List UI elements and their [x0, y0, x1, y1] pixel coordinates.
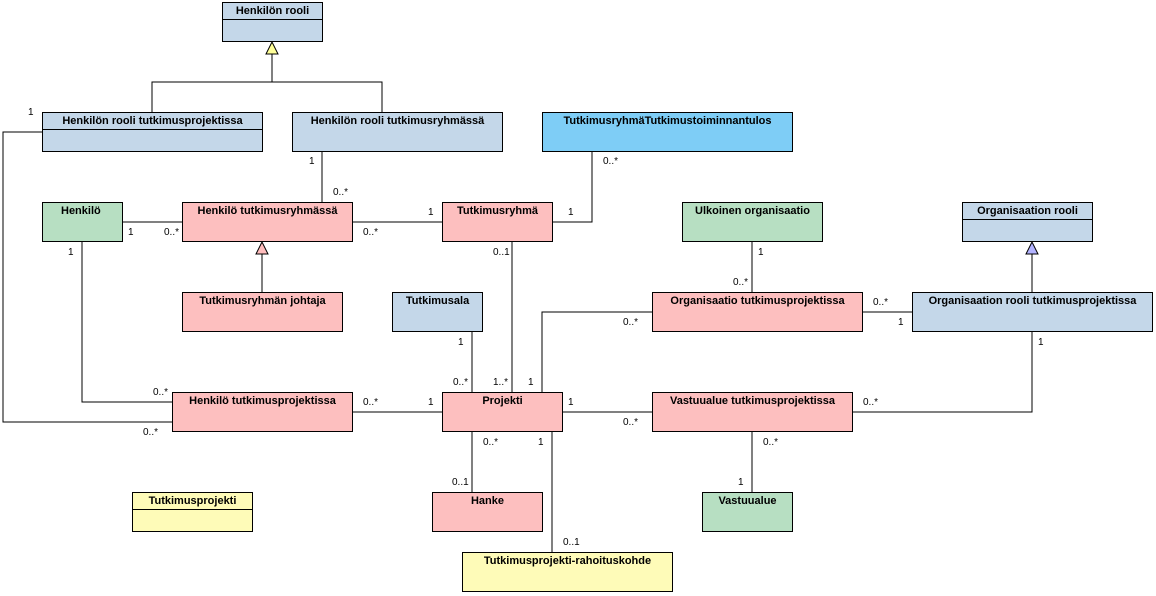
class-hanke[interactable]: Hanke — [432, 492, 543, 532]
class-tutkimusala[interactable]: Tutkimusala — [392, 292, 483, 332]
class-tutkimusprojekti-rahoituskohde[interactable]: Tutkimusprojekti-rahoituskohde — [462, 552, 673, 592]
association-line — [2, 131, 172, 423]
class-name: Tutkimusryhmän johtaja — [199, 295, 326, 307]
association-line — [541, 311, 652, 392]
class-name: Henkilön rooli tutkimusryhmässä — [310, 115, 485, 127]
class-henkilon-rooli-tutkimusryhmassa[interactable]: Henkilön rooli tutkimusryhmässä — [292, 112, 503, 152]
class-organisaation-rooli-tutkimusprojektissa[interactable]: Organisaation rooli tutkimusprojektissa — [912, 292, 1153, 332]
class-name: Hanke — [470, 495, 505, 507]
class-henkilon-rooli[interactable]: Henkilön rooli — [222, 2, 323, 42]
association-line — [81, 242, 172, 403]
multiplicity-label: 1 — [128, 227, 134, 238]
multiplicity-label: 1..* — [493, 377, 509, 388]
multiplicity-label: 1 — [68, 247, 74, 258]
class-name: Tutkimusprojekti-rahoituskohde — [483, 555, 652, 567]
class-name: Ulkoinen organisaatio — [695, 205, 810, 217]
class-name: Projekti — [482, 395, 523, 407]
class-henkilon-rooli-tutkimusprojektissa[interactable]: Henkilön rooli tutkimusprojektissa — [42, 112, 263, 152]
class-tutkimusryhma[interactable]: Tutkimusryhmä — [442, 202, 553, 242]
multiplicity-label: 1 — [428, 397, 434, 408]
class-name: Organisaatio tutkimusprojektissa — [670, 295, 845, 307]
multiplicity-label: 0..* — [453, 377, 469, 388]
generalization-arrowhead — [265, 40, 279, 55]
class-ulkoinen-organisaatio[interactable]: Ulkoinen organisaatio — [682, 202, 823, 242]
class-name: Henkilö tutkimusprojektissa — [189, 395, 336, 407]
multiplicity-label: 0..* — [483, 437, 499, 448]
multiplicity-label: 1 — [1038, 337, 1044, 348]
multiplicity-label: 1 — [738, 477, 744, 488]
class-vastuualue[interactable]: Vastuualue — [702, 492, 793, 532]
multiplicity-label: 0..* — [143, 427, 159, 438]
multiplicity-label: 1 — [568, 397, 574, 408]
generalization-arrowhead — [1025, 240, 1039, 255]
class-name: TutkimusryhmäTutkimustoiminnantulos — [563, 115, 772, 127]
class-henkilo[interactable]: Henkilö — [42, 202, 123, 242]
multiplicity-label: 0..1 — [452, 477, 469, 488]
class-organisaatio-tutkimusprojektissa[interactable]: Organisaatio tutkimusprojektissa — [652, 292, 863, 332]
multiplicity-label: 0..* — [603, 156, 619, 167]
class-name: Henkilön rooli — [223, 3, 322, 20]
multiplicity-label: 1 — [428, 207, 434, 218]
multiplicity-label: 1 — [758, 247, 764, 258]
multiplicity-label: 1 — [528, 377, 534, 388]
multiplicity-label: 1 — [28, 107, 34, 118]
multiplicity-label: 0..* — [733, 277, 749, 288]
class-name: Organisaation rooli — [963, 203, 1092, 220]
multiplicity-label: 0..1 — [563, 537, 580, 548]
multiplicity-label: 1 — [538, 437, 544, 448]
multiplicity-label: 0..* — [873, 297, 889, 308]
class-henkilo-tutkimusprojektissa[interactable]: Henkilö tutkimusprojektissa — [172, 392, 353, 432]
generalization-line — [151, 81, 383, 112]
multiplicity-label: 1 — [568, 207, 574, 218]
multiplicity-label: 0..* — [153, 387, 169, 398]
multiplicity-label: 0..* — [363, 227, 379, 238]
class-name: Vastuualue — [718, 495, 777, 507]
class-name: Tutkimusryhmä — [456, 205, 539, 217]
multiplicity-label: 0..* — [164, 227, 180, 238]
class-name: Organisaation rooli tutkimusprojektissa — [928, 295, 1137, 307]
class-organisaation-rooli[interactable]: Organisaation rooli — [962, 202, 1093, 242]
multiplicity-label: 0..* — [763, 437, 779, 448]
multiplicity-label: 0..* — [623, 417, 639, 428]
class-name: Henkilön rooli tutkimusprojektissa — [43, 113, 262, 130]
association-line — [552, 152, 593, 223]
multiplicity-label: 1 — [898, 317, 904, 328]
multiplicity-label: 0..* — [863, 397, 879, 408]
class-name: Vastuualue tutkimusprojektissa — [669, 395, 836, 407]
class-tutkimusryhma-tutkimustoiminnantulos[interactable]: TutkimusryhmäTutkimustoiminnantulos — [542, 112, 793, 152]
class-henkilo-tutkimusryhmassa[interactable]: Henkilö tutkimusryhmässä — [182, 202, 353, 242]
class-vastuualue-tutkimusprojektissa[interactable]: Vastuualue tutkimusprojektissa — [652, 392, 853, 432]
class-name: Tutkimusprojekti — [133, 493, 252, 510]
class-name: Tutkimusala — [405, 295, 470, 307]
class-name: Henkilö tutkimusryhmässä — [197, 205, 338, 217]
multiplicity-label: 0..* — [623, 317, 639, 328]
class-projekti[interactable]: Projekti — [442, 392, 563, 432]
class-tutkimusprojekti[interactable]: Tutkimusprojekti — [132, 492, 253, 532]
multiplicity-label: 0..* — [363, 397, 379, 408]
multiplicity-label: 1 — [458, 337, 464, 348]
multiplicity-label: 0..* — [333, 187, 349, 198]
class-tutkimusryhman-johtaja[interactable]: Tutkimusryhmän johtaja — [182, 292, 343, 332]
generalization-arrowhead — [255, 240, 269, 255]
class-name: Henkilö — [61, 205, 101, 217]
multiplicity-label: 0..1 — [493, 247, 510, 258]
association-line — [852, 332, 1033, 413]
multiplicity-label: 1 — [309, 156, 315, 167]
